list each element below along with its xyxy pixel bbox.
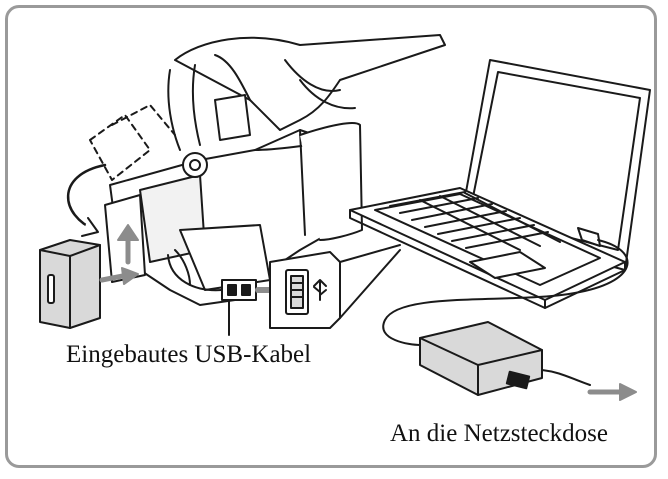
usb-cable-label: Eingebautes USB-Kabel <box>66 341 312 368</box>
usb-port-icon <box>269 244 401 329</box>
hand-icon <box>167 34 446 151</box>
power-plug-arrow-icon <box>587 383 637 401</box>
battery-icon <box>39 224 139 329</box>
outlet-label: An die Netzsteckdose <box>390 420 608 447</box>
usb-symbol-icon <box>313 279 327 301</box>
ac-adapter-icon <box>382 239 629 396</box>
laptop-icon <box>349 59 651 309</box>
